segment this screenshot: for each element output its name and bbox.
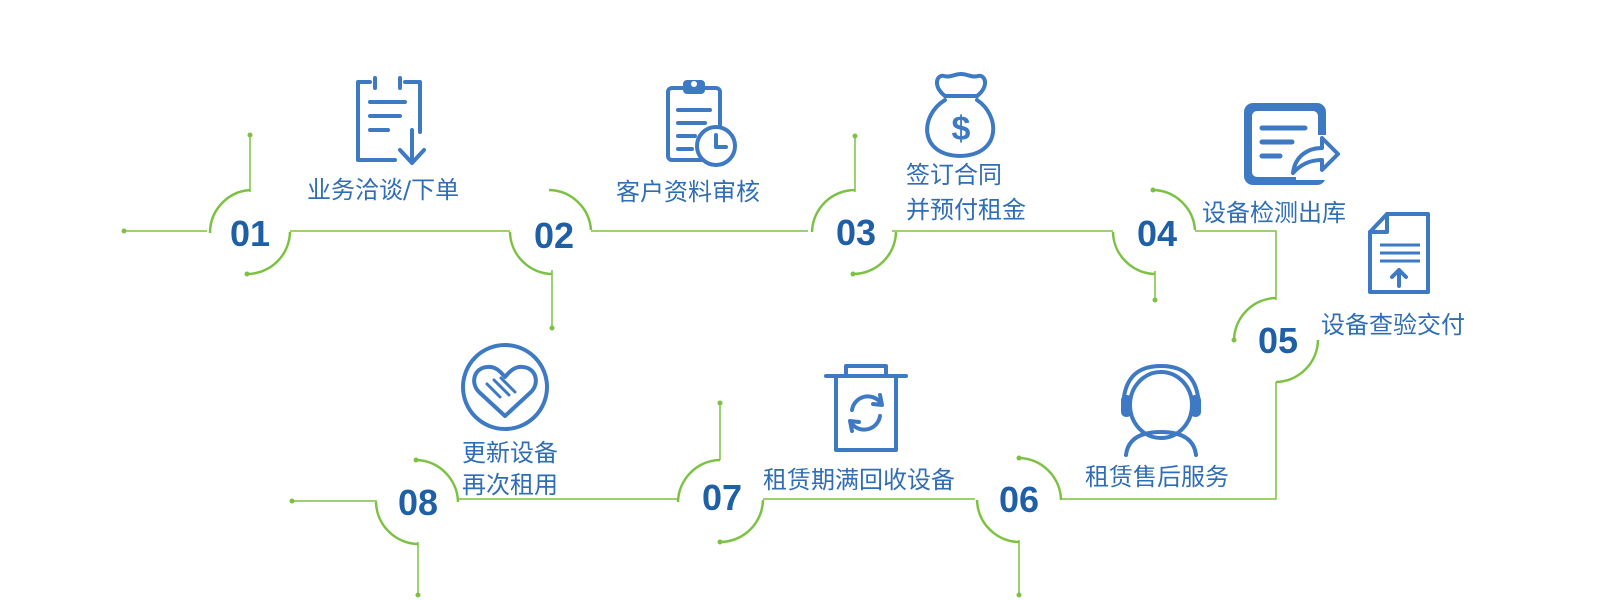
step-node-08: 08 — [374, 457, 460, 546]
clipboard-download-icon — [356, 76, 426, 165]
document-upload-icon — [1368, 212, 1430, 294]
step-label-line: 再次租用 — [462, 471, 558, 499]
step-number: 07 — [702, 477, 742, 518]
step-node-07: 07 — [676, 458, 765, 545]
handshake-heart-icon — [461, 343, 549, 431]
step-node-03: 03 — [810, 188, 898, 277]
step-label-line: 设备查验交付 — [1321, 311, 1465, 339]
step-label-05: 设备查验交付 — [1321, 311, 1465, 339]
step-label-02: 客户资料审核 — [616, 178, 760, 206]
step-label-line: 租赁售后服务 — [1085, 463, 1229, 491]
svg-text:$: $ — [952, 110, 971, 148]
money-bag-icon: $ — [925, 72, 996, 158]
step-number: 01 — [230, 213, 270, 254]
connector-lines — [121, 132, 1277, 598]
step-label-line: 并预付租金 — [906, 196, 1026, 224]
step-number: 05 — [1258, 320, 1298, 361]
step-label-line: 客户资料审核 — [616, 178, 760, 206]
step-number: 08 — [398, 482, 438, 523]
step-label-line: 签订合同 — [906, 161, 1002, 189]
step-label-line: 设备检测出库 — [1202, 199, 1346, 227]
step-label-line: 租赁期满回收设备 — [763, 466, 955, 494]
step-number: 06 — [999, 479, 1039, 520]
recycle-bin-icon — [824, 364, 908, 452]
step-node-04: 04 — [1111, 187, 1197, 276]
step-node-01: 01 — [208, 188, 292, 277]
step-label-08: 更新设备 再次租用 — [462, 439, 558, 499]
step-node-02: 02 — [508, 188, 593, 276]
step-label-line: 业务洽谈/下单 — [307, 176, 459, 204]
step-label-07: 租赁期满回收设备 — [763, 466, 955, 494]
step-label-03: 签订合同 并预付租金 — [906, 161, 1026, 224]
step-label-01: 业务洽谈/下单 — [307, 176, 459, 204]
step-label-04: 设备检测出库 — [1202, 199, 1346, 227]
headset-support-icon — [1121, 364, 1201, 457]
clipboard-clock-icon — [666, 80, 737, 167]
step-label-line: 更新设备 — [462, 439, 558, 467]
step-node-05: 05 — [1231, 296, 1320, 384]
document-share-icon — [1244, 103, 1340, 185]
step-number: 02 — [534, 215, 574, 256]
step-number: 03 — [836, 212, 876, 253]
step-label-06: 租赁售后服务 — [1085, 463, 1229, 491]
step-node-06: 06 — [975, 455, 1063, 544]
step-number: 04 — [1137, 213, 1177, 254]
